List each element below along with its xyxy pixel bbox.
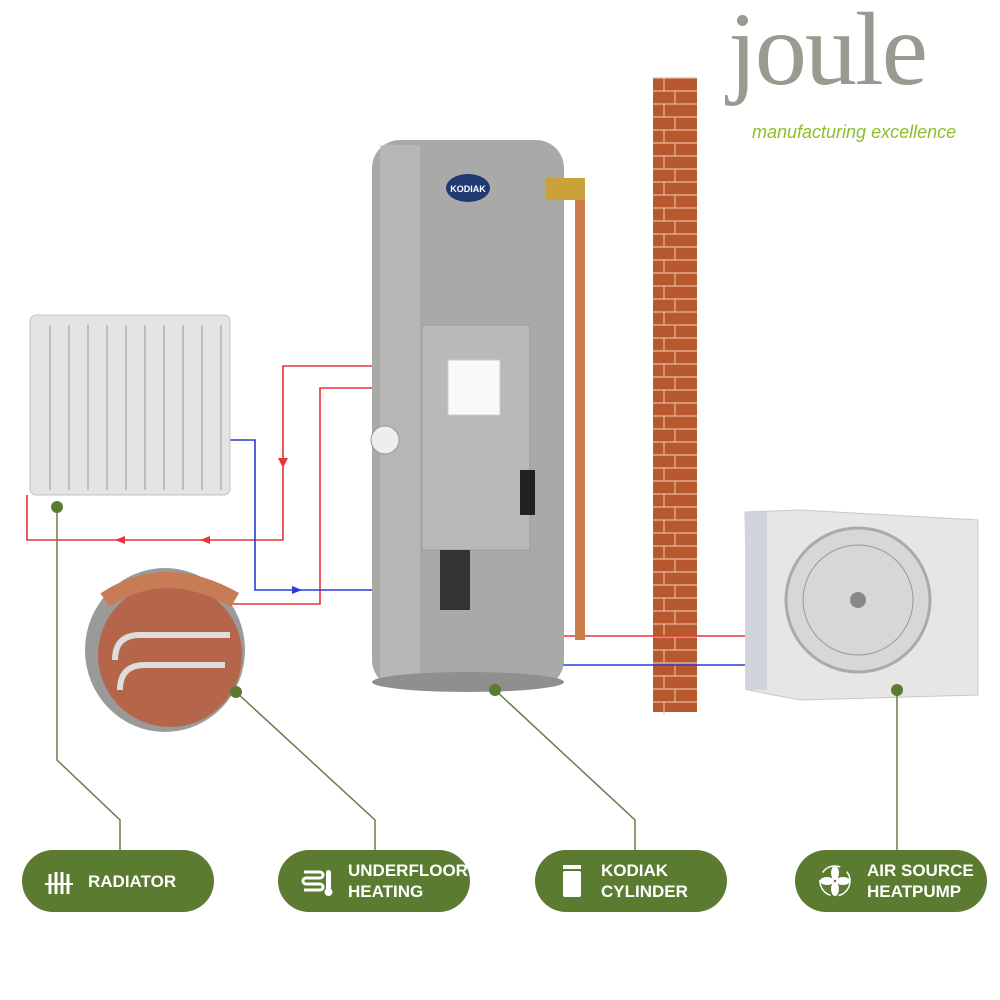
joule-logo: joule manufacturing excellence [718,0,988,144]
underfloor-heating-cutaway [85,568,245,732]
logo-word: joule [728,0,928,107]
label-line2: HEATING [348,882,424,901]
leader-lines [56,507,898,850]
brick-wall [653,77,697,715]
radiator [29,314,231,496]
callout-dots [51,501,903,698]
fan-icon [819,865,851,897]
radiator-icon [45,872,73,894]
flow-pipe-radiator [26,365,410,541]
label-radiator: RADIATOR [22,850,214,912]
flow-pipe-underfloor [220,387,410,605]
kodiak-cylinder: KODIAK [370,140,585,692]
cylinder-badge: KODIAK [450,184,486,194]
air-source-heatpump [744,509,979,701]
logo-tagline: manufacturing excellence [752,122,957,142]
label-underfloor-heating: UNDERFLOOR HEATING [278,850,470,912]
label-air-source-heatpump: AIR SOURCE HEATPUMP [795,850,987,912]
label-line1: RADIATOR [88,871,177,891]
underfloor-heating-icon [301,870,333,896]
label-line2: CYLINDER [601,882,688,901]
label-line2: HEATPUMP [867,882,962,901]
label-line1: KODIAK [601,861,669,880]
cylinder-icon [563,865,581,897]
label-kodiak-cylinder: KODIAK CYLINDER [535,850,727,912]
label-line1: AIR SOURCE [867,861,974,880]
label-line1: UNDERFLOOR [348,861,468,880]
